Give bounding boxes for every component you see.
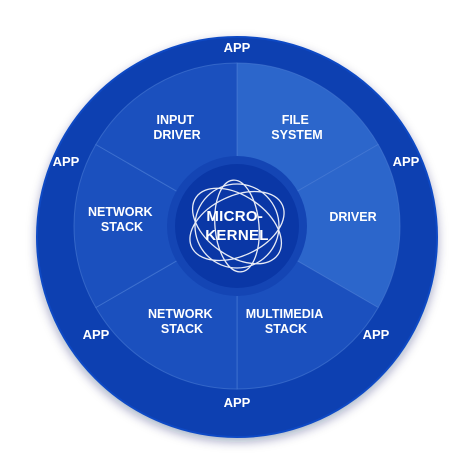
app-label-right-upper: APP bbox=[393, 154, 420, 169]
app-label-right-lower: APP bbox=[363, 327, 390, 342]
orbit-circle bbox=[194, 183, 280, 269]
kernel-label-line-1: MICRO- bbox=[206, 208, 263, 225]
segment-label-line-1: NETWORK bbox=[88, 205, 153, 219]
segment-label-input-driver: INPUT DRIVER bbox=[153, 113, 200, 142]
app-label-left-upper: APP bbox=[53, 154, 80, 169]
segment-network-stack-bottom bbox=[73, 143, 238, 309]
orbit-ellipse-1 bbox=[189, 190, 285, 262]
kernel-core bbox=[175, 164, 299, 288]
kernel-label: MICRO- KERNEL bbox=[205, 208, 268, 244]
atom-orbit-icon bbox=[189, 179, 285, 273]
app-label-bottom: APP bbox=[224, 395, 251, 410]
segment-label-line-1: INPUT bbox=[157, 113, 195, 127]
segment-label-line-2: STACK bbox=[101, 220, 143, 234]
segment-label-driver: DRIVER bbox=[329, 210, 376, 224]
kernel-label-line-2: KERNEL bbox=[205, 227, 268, 244]
segment-label-line-2: STACK bbox=[265, 322, 307, 336]
segment-label-file-system: FILE SYSTEM bbox=[271, 113, 322, 142]
app-label-left-lower: APP bbox=[83, 327, 110, 342]
segment-file-system bbox=[236, 143, 401, 309]
segment-label-network-stack-left: NETWORK STACK bbox=[88, 205, 156, 234]
app-label-top: APP bbox=[224, 40, 251, 55]
segment-label-line-2: STACK bbox=[161, 322, 203, 336]
segment-label-network-stack-bottom: NETWORK STACK bbox=[148, 307, 216, 336]
segment-label-line-2: SYSTEM bbox=[271, 128, 322, 142]
segment-label-line-2: DRIVER bbox=[153, 128, 200, 142]
segment-label-line-1: DRIVER bbox=[329, 210, 376, 224]
orbit-ellipse-3 bbox=[214, 179, 260, 273]
segment-label-multimedia-stack: MULTIMEDIA STACK bbox=[246, 307, 327, 336]
segment-label-line-1: FILE bbox=[282, 113, 309, 127]
segment-label-line-1: MULTIMEDIA bbox=[246, 307, 324, 321]
segment-label-line-1: NETWORK bbox=[148, 307, 213, 321]
